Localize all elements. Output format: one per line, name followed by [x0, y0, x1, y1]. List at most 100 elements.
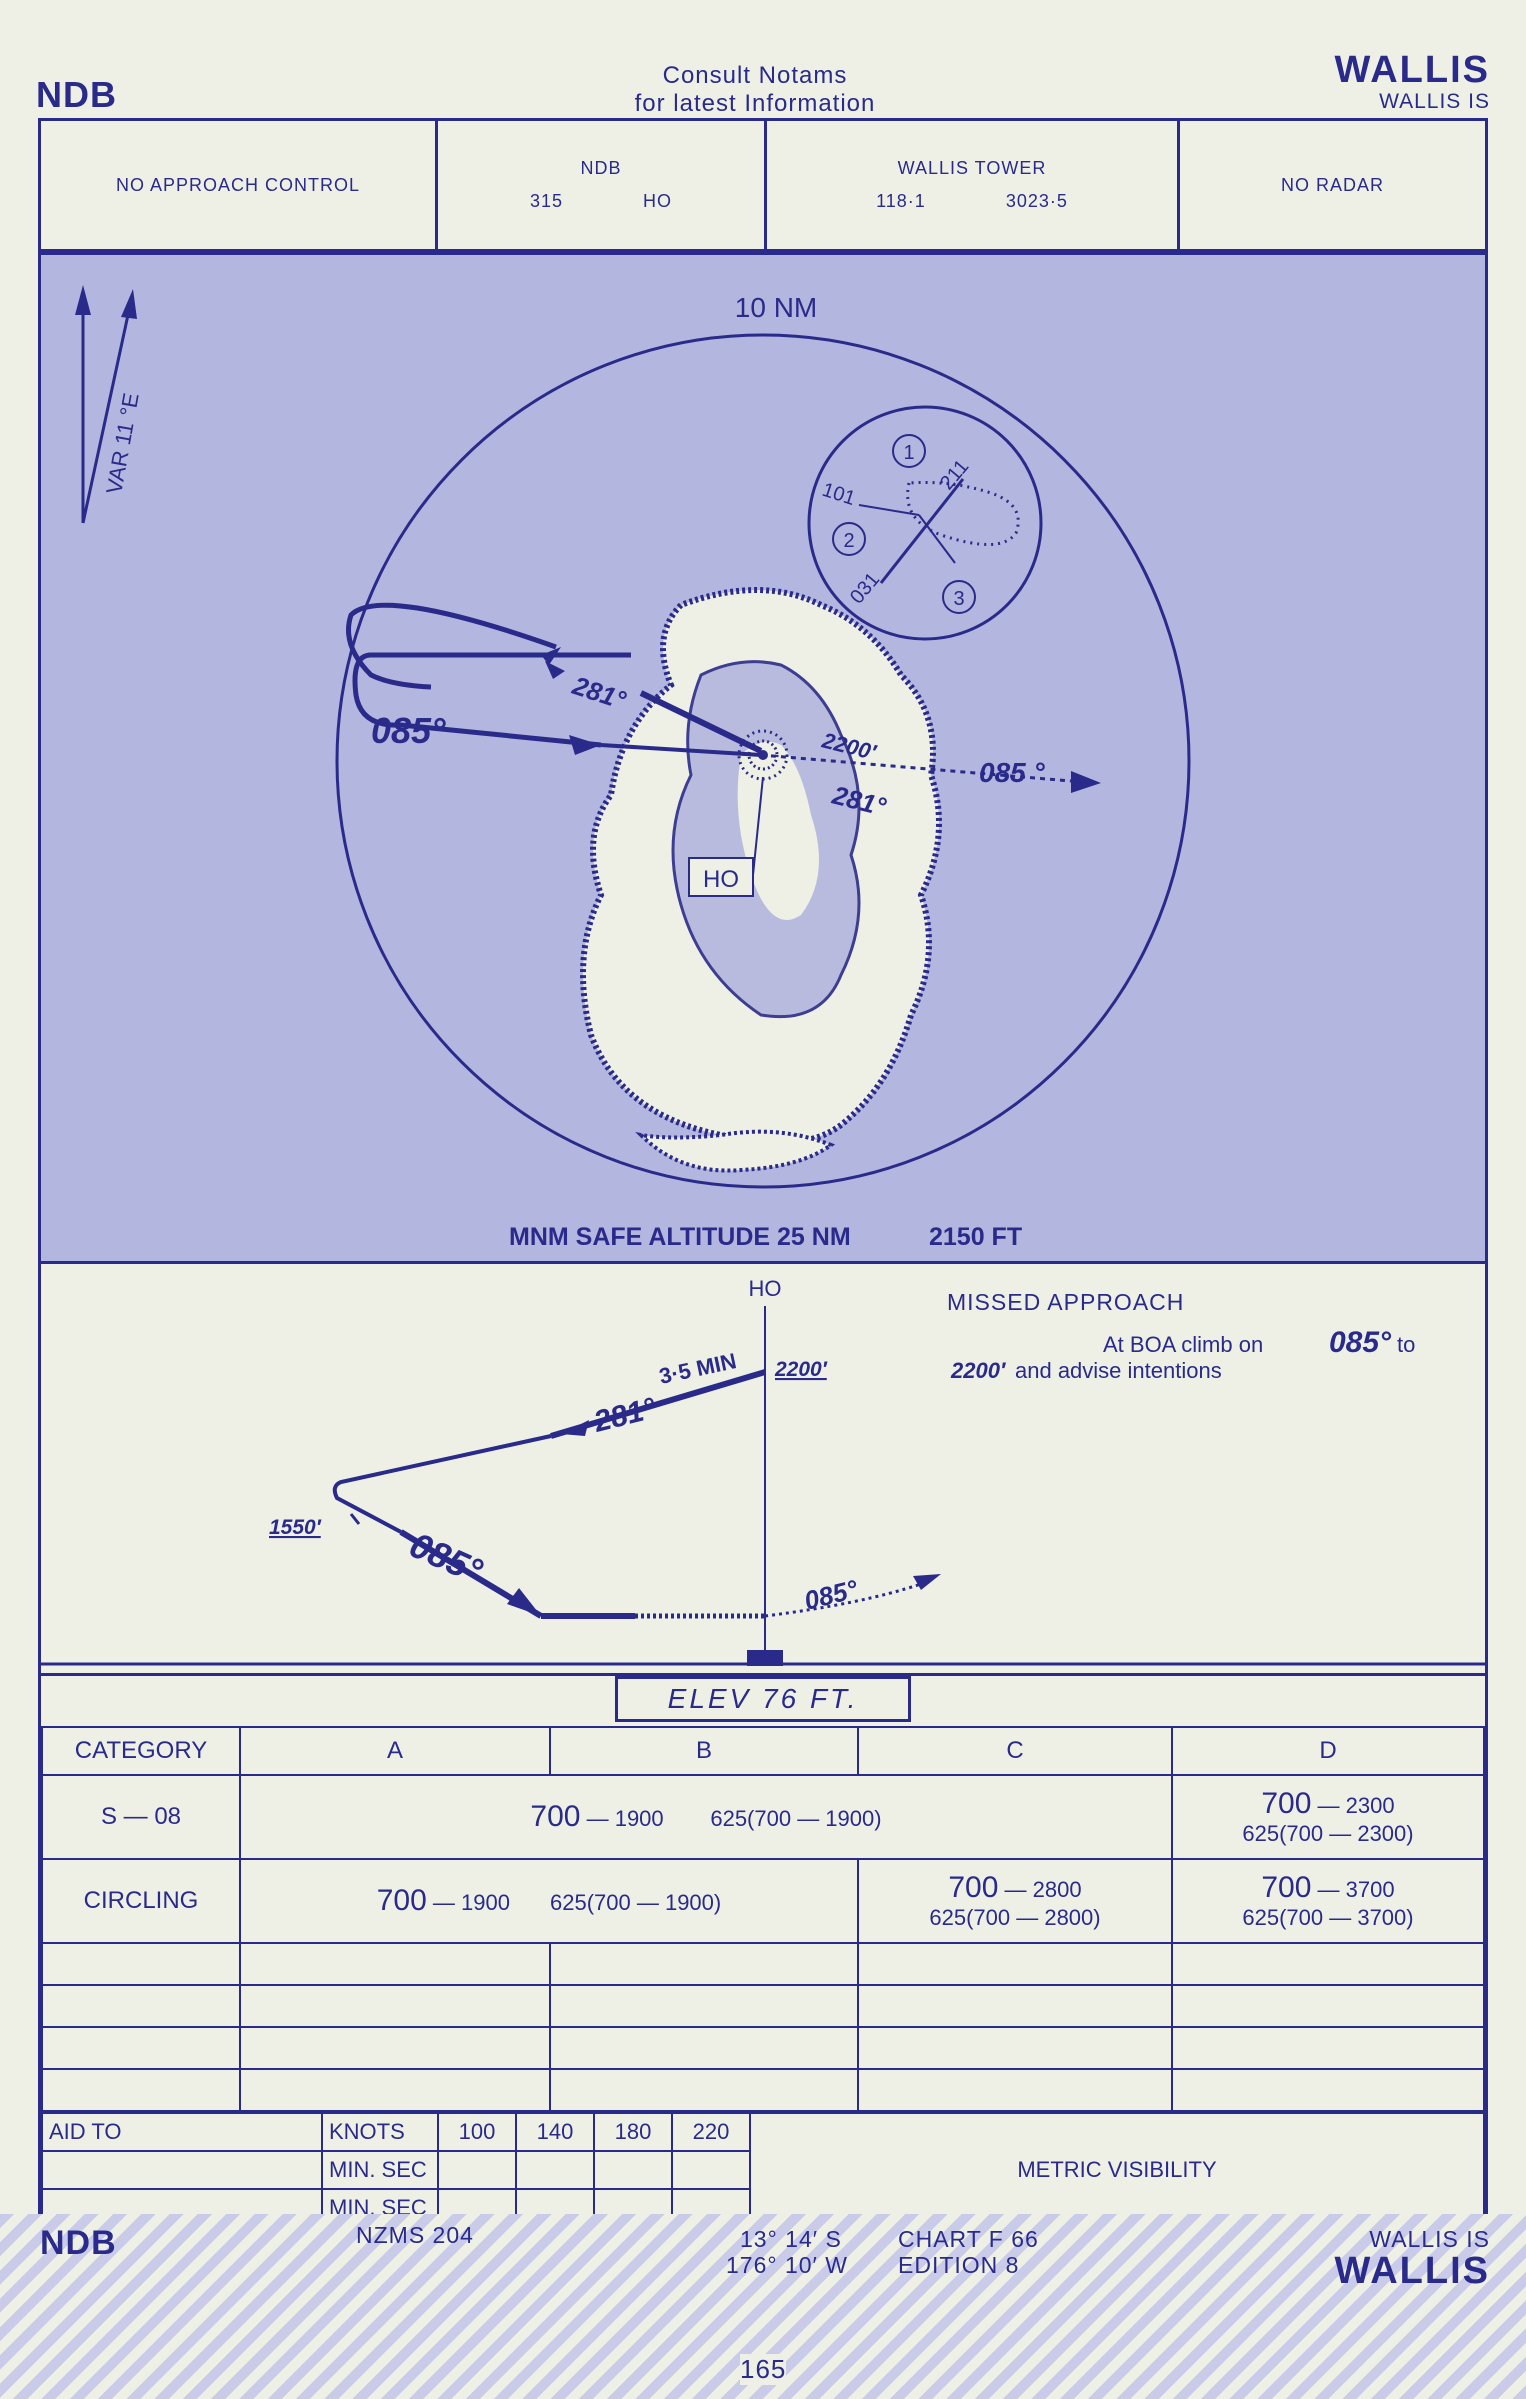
ndb-title: NDB — [580, 158, 622, 178]
notam-line-2: for latest Information — [634, 90, 876, 117]
s08-d-mda: 700 — [1261, 1787, 1312, 1820]
empty-row — [41, 2068, 1485, 2112]
chart-type: NDB — [36, 74, 117, 115]
minima-section: ELEV 76 FT. CATEGORY A B C D S — 08 700 … — [38, 1676, 1488, 2231]
circling-ab-mda: 700 — [376, 1884, 427, 1917]
tower-frequency-vhf: 118·1 — [876, 191, 926, 211]
ndb-label: HO — [703, 866, 739, 893]
inset-course-031: 031 — [846, 569, 884, 609]
speed-100: 100 — [437, 2112, 517, 2152]
s08-d-hat: 625(700 — 2300) — [1242, 1821, 1414, 1846]
s08-row: S — 08 700 — 1900 625(700 — 1900) 700 — … — [41, 1774, 1485, 1860]
inbound-track — [600, 743, 762, 757]
s08-abc-vis: — 1900 — [580, 1806, 664, 1831]
inset-course-211: 211 — [936, 456, 973, 495]
s08-abc: 700 — 1900 625(700 — 1900) — [239, 1774, 1173, 1860]
profile-view: HO 3·5 MIN 2200′ 281° 1550′ 085° 085° MI… — [38, 1264, 1488, 1676]
tower-frequency-hf: 3023·5 — [1005, 191, 1068, 211]
airport-header: WALLIS WALLIS IS — [1334, 50, 1490, 114]
profile-outbound-label: 281° — [590, 1392, 660, 1440]
minima-table: CATEGORY A B C D S — 08 700 — 1900 625(7… — [41, 1726, 1485, 2112]
top-altitude: 2200′ — [774, 1358, 828, 1381]
circling-label: CIRCLING — [41, 1858, 241, 1944]
north-arrow-icon — [75, 285, 137, 524]
circling-c-hat: 625(700 — 2800) — [929, 1905, 1101, 1930]
min-sec-label-1: MIN. SEC — [321, 2150, 439, 2190]
ndb-label-box — [688, 857, 754, 897]
ndb-frequency: 315 — [529, 191, 564, 211]
msa-altitude: 2150 FT — [929, 1223, 1022, 1251]
holding-pattern — [346, 602, 631, 755]
metric-visibility: METRIC VISIBILITY — [749, 2112, 1485, 2228]
island-outline — [580, 587, 942, 1173]
profile-ndb-label: HO — [749, 1276, 782, 1301]
plan-view-map: 10 NM VAR 11 °E 085° 281° — [75, 285, 1191, 1251]
footer-nzms: NZMS 204 — [356, 2222, 474, 2248]
airport-location: WALLIS IS — [1379, 90, 1490, 113]
knots-label: KNOTS — [321, 2112, 439, 2152]
col-category: CATEGORY — [41, 1726, 241, 1776]
circling-c-vis: — 2800 — [998, 1877, 1082, 1902]
missed-line-2: and advise intentions — [1015, 1358, 1222, 1383]
ndb-values: 315 HO — [530, 191, 672, 212]
circling-c: 700 — 2800 625(700 — 2800) — [857, 1858, 1173, 1944]
outbound-track — [639, 690, 763, 754]
outbound-arrow-icon — [561, 1420, 589, 1436]
tower-title: WALLIS TOWER — [897, 158, 1047, 178]
speed-220: 220 — [671, 2112, 751, 2152]
footer: NDB NZMS 204 13° 14′ S 176° 10′ W CHART … — [0, 2214, 1526, 2399]
radar-cell: NO RADAR — [1180, 121, 1485, 249]
footer-airport-location: WALLIS IS — [1369, 2226, 1490, 2252]
missed-arrow-icon — [913, 1574, 941, 1590]
footer-chart-type: NDB — [40, 2224, 117, 2262]
turn-tick — [349, 1513, 361, 1525]
tower-values: 118·1 3023·5 — [876, 191, 1068, 212]
circling-ab-vis: — 1900 — [426, 1890, 510, 1915]
missed-climb-path — [764, 1582, 922, 1618]
outbound-arrow-icon — [545, 661, 565, 679]
empty-row — [41, 1984, 1485, 2028]
footer-chart-number: CHART F 66 — [898, 2226, 1039, 2252]
footer-airport-name: WALLIS — [1334, 2250, 1490, 2292]
speed-140: 140 — [515, 2112, 595, 2152]
s08-label: S — 08 — [41, 1774, 241, 1860]
ndb-ground-symbol — [747, 1650, 783, 1666]
col-b: B — [549, 1726, 859, 1776]
footer-latitude: 13° 14′ S — [740, 2226, 842, 2252]
col-d: D — [1171, 1726, 1485, 1776]
minima-header-row: CATEGORY A B C D — [41, 1726, 1485, 1776]
s08-abc-hat: 625(700 — 1900) — [710, 1806, 882, 1831]
range-ring — [335, 333, 1191, 1189]
col-c: C — [857, 1726, 1173, 1776]
ndb-ident: HO — [643, 191, 673, 211]
circling-d-hat: 625(700 — 3700) — [1242, 1905, 1414, 1930]
timing-row-knots: AID TO KNOTS 100 140 180 220 METRIC VISI… — [41, 2112, 1485, 2228]
timing-table: AID TO KNOTS 100 140 180 220 METRIC VISI… — [41, 2112, 1485, 2228]
msa-label: MNM SAFE ALTITUDE 25 NM — [509, 1223, 851, 1251]
outbound-course-label: 281° — [568, 670, 630, 716]
speed-180: 180 — [593, 2112, 673, 2152]
page-number: 165 — [740, 2354, 787, 2385]
s08-abc-mda: 700 — [530, 1800, 581, 1833]
tower-cell: WALLIS TOWER 118·1 3023·5 — [767, 121, 1180, 249]
sector-3-label: 3 — [953, 588, 964, 610]
col-a: A — [239, 1726, 551, 1776]
circling-d: 700 — 3700 625(700 — 3700) — [1171, 1858, 1485, 1944]
ndb-leader-line — [752, 776, 764, 876]
circling-row: CIRCLING 700 — 1900 625(700 — 1900) 700 … — [41, 1858, 1485, 1944]
missed-approach-track — [760, 753, 1072, 783]
profile-diagram: HO 3·5 MIN 2200′ 281° 1550′ 085° 085° MI… — [41, 1276, 1485, 1666]
profile-missed-label: 085° — [801, 1574, 861, 1616]
turn-altitude: 1550′ — [269, 1516, 322, 1539]
inbound-course-label: 085° — [371, 710, 446, 751]
missed-altitude: 2200′ — [950, 1358, 1007, 1383]
empty-row — [41, 2026, 1485, 2070]
missed-line-1-end: to — [1397, 1332, 1415, 1357]
approach-cell: NO APPROACH CONTROL — [41, 121, 438, 249]
empty-row — [41, 1942, 1485, 1986]
notam-note: Consult Notams for latest Information — [560, 62, 950, 118]
range-label: 10 NM — [735, 292, 817, 323]
circling-c-mda: 700 — [948, 1871, 999, 1904]
aid-to-label: AID TO — [41, 2112, 323, 2152]
timing-row-1: MIN. SEC — [41, 2150, 1484, 2190]
